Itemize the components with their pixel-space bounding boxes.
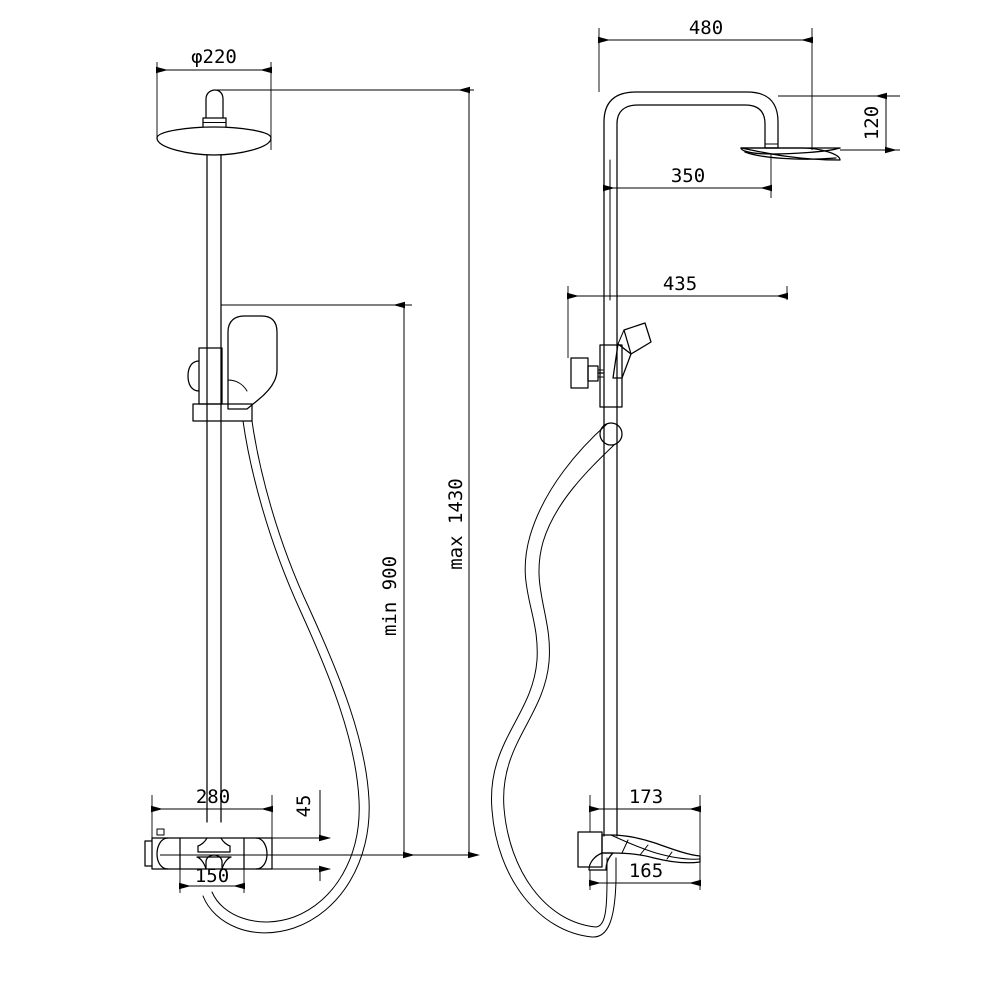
holder-bar-front <box>192 403 253 422</box>
hose-pivot-side <box>599 422 623 446</box>
dim-label-min900: min 900 <box>379 556 401 636</box>
dim-riser-height-min: min 900 <box>221 301 415 859</box>
dim-overall-height-max: max 1430 <box>160 86 480 859</box>
dim-label-phi220: φ220 <box>191 46 237 68</box>
dim-label-480: 480 <box>689 17 723 39</box>
dim-mixer-projection: 173 <box>589 786 701 856</box>
dim-arm-total-projection: 480 <box>598 17 813 150</box>
shower-hose-side <box>490 423 617 938</box>
slider-bracket-front <box>187 347 223 405</box>
hand-shower-front <box>227 315 278 410</box>
dim-mixer-outlet-projection: 165 <box>589 860 701 890</box>
dim-label-45: 45 <box>293 795 315 818</box>
dim-mixer-outlet-centers: 150 <box>179 865 245 893</box>
dim-head-diameter: φ220 <box>156 46 272 150</box>
dim-label-150: 150 <box>195 865 229 887</box>
dim-label-173: 173 <box>629 786 663 808</box>
dim-label-350: 350 <box>671 165 705 187</box>
side-view-dimensions: 480 120 350 435 <box>567 17 900 890</box>
overhead-shower-head-front <box>156 89 272 156</box>
hand-shower-side <box>612 322 652 379</box>
dim-hand-shower-projection: 435 <box>567 273 788 358</box>
shower-hose-front <box>202 420 370 934</box>
dim-label-280: 280 <box>196 786 230 808</box>
front-view <box>144 89 370 934</box>
front-view-dimensions: φ220 max 1430 min 900 280 <box>151 46 480 893</box>
riser-tube-front <box>206 154 222 823</box>
wall-bracket-side <box>570 357 604 389</box>
dim-mixer-body-width: 280 <box>151 786 273 838</box>
dim-label-max1430: max 1430 <box>445 478 467 570</box>
slider-bracket-side <box>599 344 623 408</box>
shower-arm-side <box>603 91 779 161</box>
dim-head-center-projection: 350 <box>603 154 772 198</box>
dim-mixer-body-height: 45 <box>272 790 331 881</box>
dim-label-165: 165 <box>629 860 663 882</box>
overhead-shower-head-side <box>740 139 841 161</box>
riser-tube-side <box>603 159 618 837</box>
thermostatic-mixer-front <box>144 828 273 870</box>
dim-head-drop: 120 <box>778 92 900 154</box>
dim-label-435: 435 <box>663 273 697 295</box>
dim-label-120: 120 <box>861 106 883 140</box>
side-view <box>490 91 841 938</box>
